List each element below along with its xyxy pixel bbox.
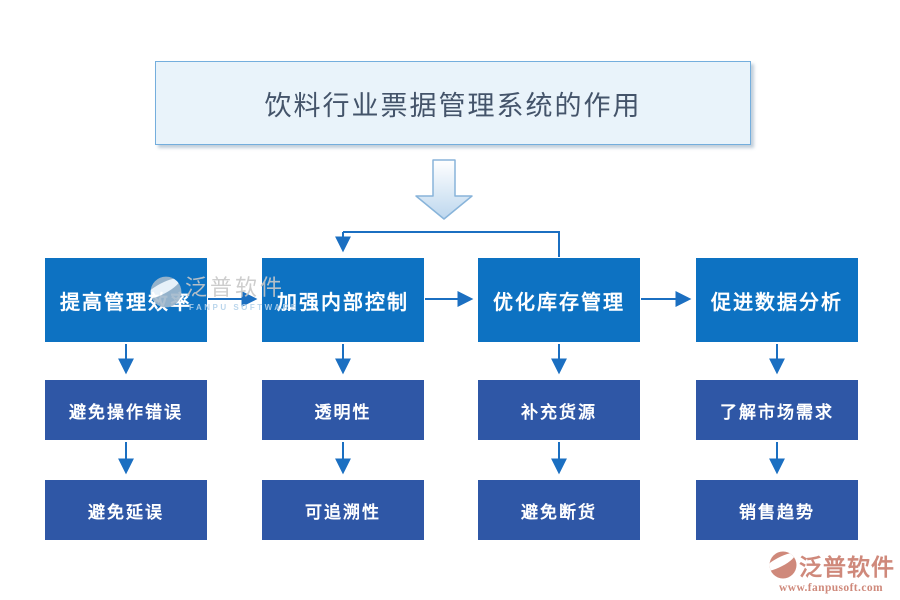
flow-node-data-analysis: 促进数据分析 (696, 258, 858, 342)
flow-node-transparency: 透明性 (262, 380, 424, 440)
flow-node-inventory-management: 优化库存管理 (478, 258, 640, 342)
flow-node-avoid-operation-errors: 避免操作错误 (45, 380, 207, 440)
node-label: 避免操作错误 (69, 402, 183, 422)
node-label: 避免延误 (88, 502, 164, 522)
node-label: 避免断货 (521, 502, 597, 522)
flow-node-avoid-stockout: 避免断货 (478, 480, 640, 540)
page-title: 饮料行业票据管理系统的作用 (264, 90, 642, 121)
flow-node-replenish-supply: 补充货源 (478, 380, 640, 440)
node-label: 加强内部控制 (277, 291, 409, 314)
big-down-arrow-icon (415, 159, 473, 220)
flow-node-market-demand: 了解市场需求 (696, 380, 858, 440)
footer-url: www.fanpusoft.com (779, 582, 883, 594)
bracket-connector (343, 231, 560, 257)
flow-node-avoid-delay: 避免延误 (45, 480, 207, 540)
flow-node-sales-trend: 销售趋势 (696, 480, 858, 540)
node-label: 可追溯性 (305, 502, 381, 522)
fanpu-logo-icon (769, 551, 797, 579)
node-label: 促进数据分析 (711, 291, 843, 314)
node-label: 提高管理效率 (60, 291, 192, 314)
title-box: 饮料行业票据管理系统的作用 (155, 61, 751, 145)
node-label: 了解市场需求 (720, 402, 834, 422)
node-label: 透明性 (314, 402, 372, 422)
flow-node-improve-efficiency: 提高管理效率 (45, 258, 207, 342)
node-label: 补充货源 (521, 402, 597, 422)
flow-node-internal-control: 加强内部控制 (262, 258, 424, 342)
flow-node-traceability: 可追溯性 (262, 480, 424, 540)
node-label: 销售趋势 (739, 502, 815, 522)
footer-logo: 泛普软件 www.fanpusoft.com (769, 548, 895, 594)
footer-brand: 泛普软件 (799, 555, 895, 580)
node-label: 优化库存管理 (493, 291, 625, 314)
